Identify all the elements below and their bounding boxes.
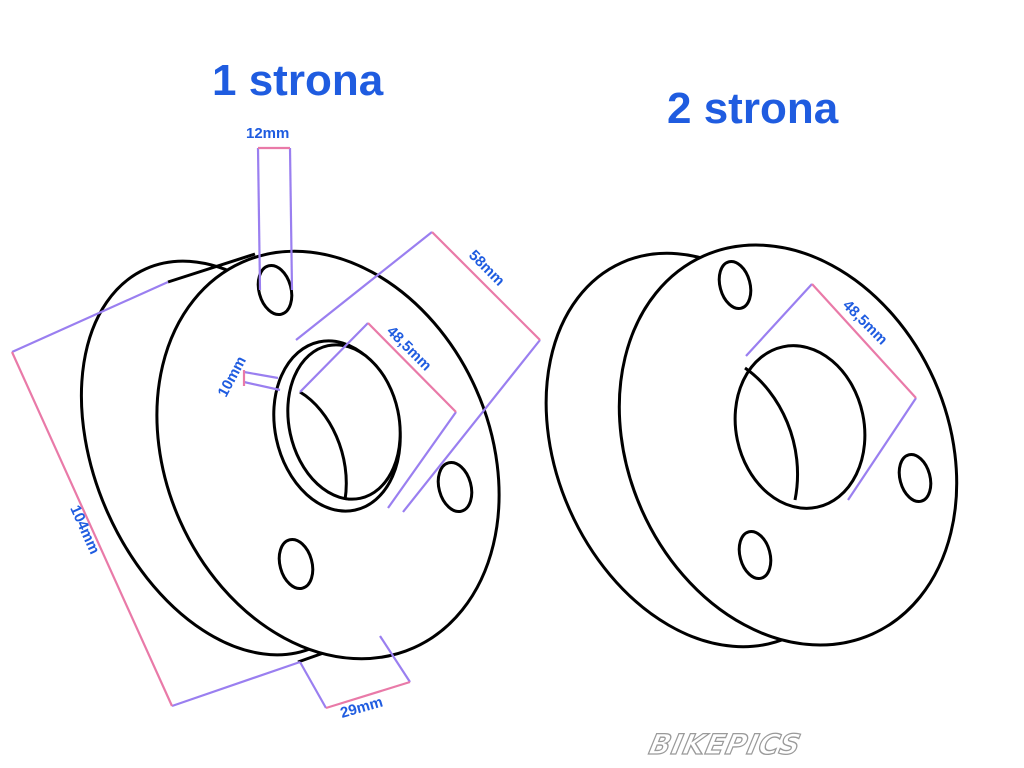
spacer-1-bore-inner-wall bbox=[299, 390, 348, 501]
title-side-1: 1 strona bbox=[212, 56, 384, 105]
label-104mm: 104mm bbox=[66, 503, 103, 557]
spacer-2-bolt-hole-top bbox=[717, 259, 753, 311]
spacer-side-1 bbox=[79, 249, 501, 664]
spacer-2-bolt-hole-right bbox=[897, 452, 933, 504]
spacer-2-bore bbox=[733, 344, 867, 510]
dimension-48-5mm-side-1 bbox=[299, 322, 457, 509]
label-12mm: 12mm bbox=[246, 125, 289, 142]
dimension-12mm bbox=[256, 146, 294, 291]
spacer-1-bolt-hole-top bbox=[256, 263, 294, 317]
dimension-29mm bbox=[299, 635, 411, 710]
title-side-2: 2 strona bbox=[667, 84, 839, 133]
spacer-1-bolt-hole-bottom bbox=[277, 537, 315, 591]
dimension-10mm bbox=[242, 370, 281, 392]
spacer-2-bore-inner-wall bbox=[744, 366, 800, 501]
spacer-side-2 bbox=[544, 243, 959, 649]
spacer-2-bolt-hole-bottom bbox=[737, 529, 773, 581]
label-58mm: 58mm bbox=[465, 247, 508, 290]
dimension-104mm bbox=[10, 280, 301, 708]
dimension-58mm bbox=[295, 231, 541, 513]
watermark-logo: BIKEPICS bbox=[646, 728, 804, 761]
spacer-1-lip-inner bbox=[286, 343, 402, 501]
spacer-1-bolt-hole-right bbox=[436, 460, 474, 514]
spacer-1-top-tangent bbox=[167, 252, 256, 284]
dimension-48-5mm-side-2 bbox=[745, 283, 917, 501]
